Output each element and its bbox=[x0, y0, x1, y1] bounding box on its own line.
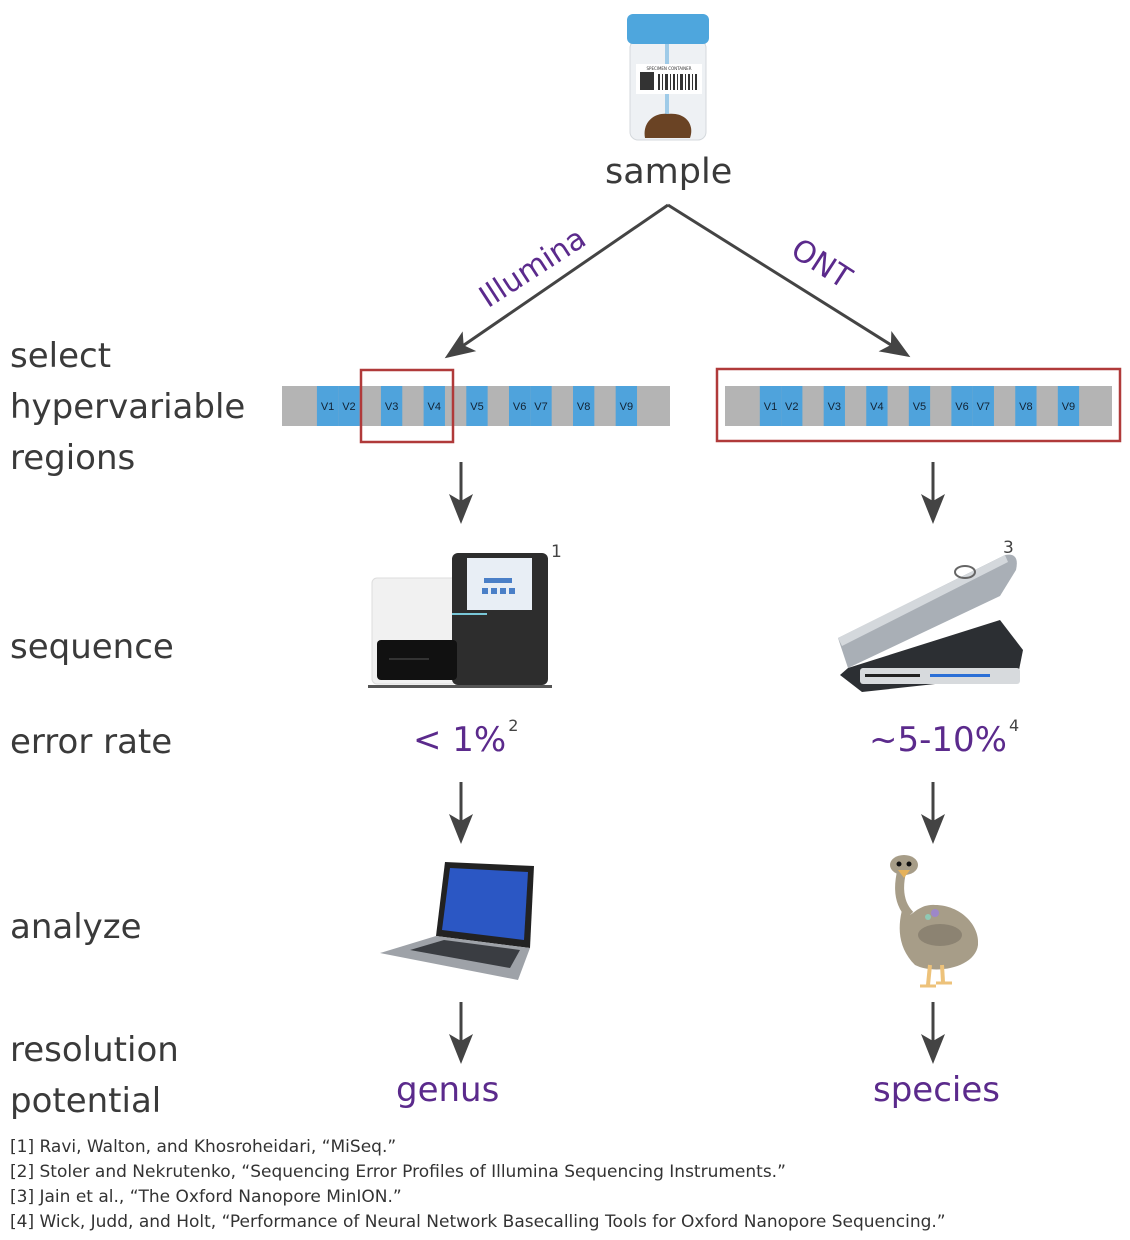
reference-1: [1] Ravi, Walton, and Khosroheidari, “Mi… bbox=[10, 1137, 397, 1157]
region-v5 bbox=[908, 386, 931, 426]
region-label-v6: V6 bbox=[513, 401, 526, 413]
region-v1 bbox=[316, 386, 339, 426]
region-label-v8: V8 bbox=[577, 401, 590, 413]
region-label-v9: V9 bbox=[620, 401, 633, 413]
miseq-sequencer-icon bbox=[368, 553, 552, 688]
illumina-error-ref: 2 bbox=[508, 716, 519, 735]
region-label-v2: V2 bbox=[342, 401, 355, 413]
laptop-icon bbox=[380, 862, 534, 980]
row-label-hypervariable: hypervariable bbox=[10, 387, 246, 427]
row-label-select: select bbox=[10, 336, 112, 376]
region-v9 bbox=[1057, 386, 1080, 426]
region-label-v1: V1 bbox=[764, 401, 777, 413]
reference-4: [4] Wick, Judd, and Holt, “Performance o… bbox=[10, 1212, 946, 1232]
region-label-v4: V4 bbox=[870, 401, 883, 413]
region-v8 bbox=[573, 386, 595, 426]
ont-branch-arrow bbox=[667, 203, 911, 358]
region-label-v7: V7 bbox=[534, 401, 547, 413]
illumina-resolution: genus bbox=[396, 1070, 500, 1110]
ont-error-rate-value: ~5-10% bbox=[869, 720, 1007, 760]
emu-icon bbox=[890, 855, 979, 988]
flow-arrows bbox=[449, 462, 945, 1064]
sample-label: sample bbox=[605, 152, 733, 192]
region-v8 bbox=[1015, 386, 1037, 426]
region-label-v2: V2 bbox=[785, 401, 798, 413]
container-label: SPECIMEN CONTAINER bbox=[647, 66, 692, 71]
illumina-16s-gene-bar: V1 V2 V3 V4 V5 V6 V7 V8 V9 bbox=[282, 386, 670, 426]
region-v6 bbox=[508, 386, 531, 426]
ont-resolution: species bbox=[873, 1070, 1000, 1110]
region-v4 bbox=[423, 386, 445, 426]
region-label-v3: V3 bbox=[385, 401, 398, 413]
region-label-v1: V1 bbox=[321, 401, 334, 413]
region-v7 bbox=[530, 386, 552, 426]
region-label-v8: V8 bbox=[1019, 401, 1032, 413]
row-label-error-rate: error rate bbox=[10, 722, 173, 762]
miseq-reference-number: 1 bbox=[551, 542, 562, 562]
sample-container-icon: SPECIMEN CONTAINER bbox=[627, 14, 709, 141]
row-label-regions: regions bbox=[10, 438, 136, 478]
region-v5 bbox=[466, 386, 488, 426]
region-label-v9: V9 bbox=[1062, 401, 1075, 413]
ont-selection-box bbox=[715, 367, 1122, 443]
row-label-sequence: sequence bbox=[10, 627, 174, 667]
ont-error-ref: 4 bbox=[1008, 716, 1020, 735]
minion-reference-number: 3 bbox=[1003, 538, 1014, 558]
ont-16s-gene-bar: V1 V2 V3 V4 V5 V6 V7 V8 V9 bbox=[725, 386, 1112, 426]
region-v7 bbox=[972, 386, 994, 426]
illumina-error-rate: < 1%2 bbox=[413, 716, 518, 760]
region-label-v6: V6 bbox=[955, 401, 968, 413]
region-v2 bbox=[781, 386, 803, 426]
reference-2: [2] Stoler and Nekrutenko, “Sequencing E… bbox=[10, 1162, 786, 1182]
region-label-v5: V5 bbox=[470, 401, 483, 413]
row-label-resolution: resolution bbox=[10, 1030, 179, 1070]
region-label-v4: V4 bbox=[428, 401, 441, 413]
illumina-branch-arrow bbox=[444, 203, 669, 359]
region-v9 bbox=[615, 386, 638, 426]
region-label-v5: V5 bbox=[913, 401, 926, 413]
region-v3 bbox=[823, 386, 845, 426]
region-label-v7: V7 bbox=[977, 401, 990, 413]
region-v2 bbox=[338, 386, 360, 426]
row-label-potential: potential bbox=[10, 1081, 162, 1121]
illumina-error-rate-value: < 1% bbox=[413, 720, 507, 760]
region-v1 bbox=[759, 386, 782, 426]
region-v3 bbox=[380, 386, 403, 426]
ont-error-rate: ~5-10%4 bbox=[869, 716, 1019, 760]
region-v6 bbox=[951, 386, 973, 426]
illumina-selection-box bbox=[359, 368, 455, 444]
region-v4 bbox=[866, 386, 888, 426]
row-label-analyze: analyze bbox=[10, 907, 142, 947]
reference-3: [3] Jain et al., “The Oxford Nanopore Mi… bbox=[10, 1187, 402, 1207]
minion-sequencer-icon bbox=[838, 554, 1023, 692]
region-label-v3: V3 bbox=[828, 401, 841, 413]
